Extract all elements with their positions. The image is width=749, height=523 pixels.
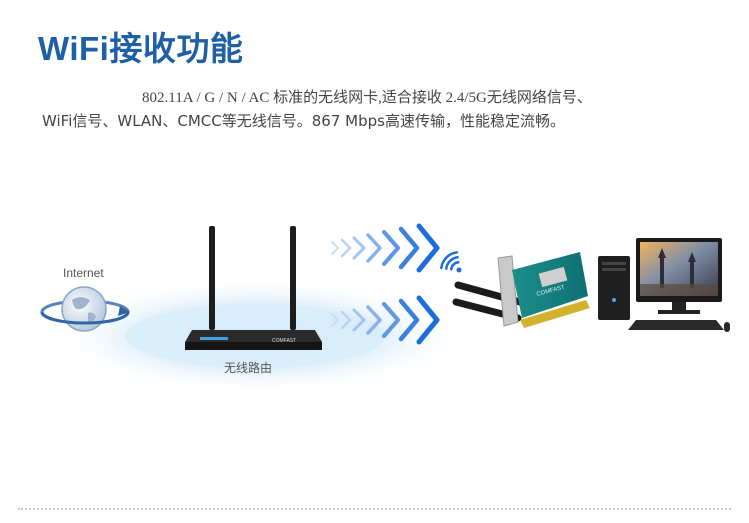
divider	[18, 508, 731, 510]
computer-icon	[598, 238, 730, 332]
description-line-1: 802.11A / G / N / AC 标准的无线网卡,适合接收 2.4/5G…	[142, 90, 592, 106]
router-icon: COMFAST	[185, 226, 322, 350]
globe-icon	[40, 286, 130, 332]
description-line-2: WiFi信号、WLAN、CMCC等无线信号。867 Mbps高速传输，性能稳定流…	[42, 112, 565, 130]
signal-arrows-icon	[331, 295, 440, 345]
network-card-icon: COMFAST	[452, 252, 590, 328]
signal-arrows-icon	[331, 223, 440, 273]
router-label: 无线路由	[224, 361, 273, 375]
router-brand: COMFAST	[272, 338, 296, 344]
page-title: WiFi接收功能	[38, 30, 244, 67]
wifi-icon	[440, 251, 462, 273]
internet-label: Internet	[63, 266, 104, 280]
